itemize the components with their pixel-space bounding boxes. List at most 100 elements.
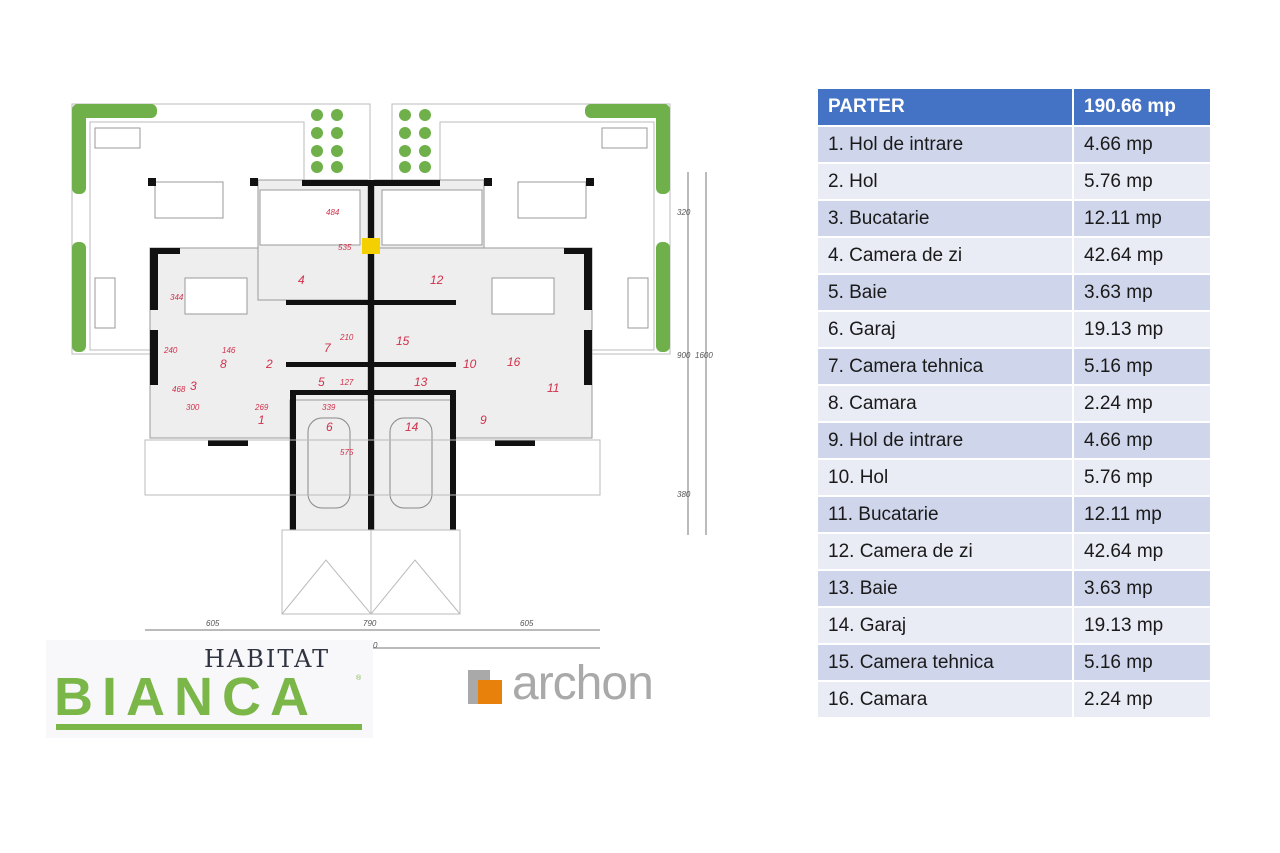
room-area: 42.64 mp — [1072, 236, 1212, 275]
room-area: 5.16 mp — [1072, 643, 1212, 682]
room-area: 5.76 mp — [1072, 458, 1212, 497]
bianca-logo-underline: ® — [56, 674, 362, 730]
room-10: 10 — [463, 357, 477, 371]
dim-label: 605 — [206, 619, 220, 628]
driveway — [144, 439, 601, 615]
archon-orange-square — [478, 680, 502, 704]
room-name: 6. Garaj — [816, 310, 1074, 349]
dim-label: 900 — [677, 351, 691, 360]
room-2: 2 — [265, 357, 273, 371]
archon-text: archon — [512, 657, 654, 710]
walls — [148, 178, 594, 530]
dim-label: 1600 — [695, 351, 713, 360]
room-area: 19.13 mp — [1072, 310, 1212, 349]
room-area: 3.63 mp — [1072, 273, 1212, 312]
dim-label: 0 — [373, 641, 378, 650]
dim-label: 790 — [363, 619, 377, 628]
car-icons — [307, 417, 433, 509]
room-area: 12.11 mp — [1072, 495, 1212, 534]
room-area: 19.13 mp — [1072, 606, 1212, 645]
room-4: 4 — [298, 273, 305, 287]
dim-label: 468 — [172, 385, 186, 394]
fire-marker — [362, 238, 380, 254]
room-11: 11 — [547, 381, 559, 395]
room-1: 1 — [258, 413, 265, 427]
room-area: 5.16 mp — [1072, 347, 1212, 386]
room-area: 4.66 mp — [1072, 125, 1212, 164]
dim-label: 605 — [520, 619, 534, 628]
room-name: 3. Bucatarie — [816, 199, 1074, 238]
habitat-bianca-logo: ® HABITAT BIANCA — [46, 640, 373, 738]
room-9: 9 — [480, 413, 487, 427]
dimension-lines — [145, 172, 707, 649]
dim-label: 484 — [326, 208, 340, 217]
room-area: 3.63 mp — [1072, 569, 1212, 608]
room-12: 12 — [430, 273, 444, 287]
room-6: 6 — [326, 420, 333, 434]
floor-plan: 1 2 3 4 5 6 7 8 9 10 11 12 13 14 15 16 4… — [71, 103, 713, 650]
dim-label: 344 — [170, 293, 184, 302]
room-16: 16 — [507, 355, 521, 369]
dim-label: 535 — [338, 243, 352, 252]
room-name: 1. Hol de intrare — [816, 125, 1074, 164]
header-total: 190.66 mp — [1072, 87, 1212, 127]
greenery — [72, 104, 670, 352]
room-7: 7 — [324, 341, 332, 355]
room-area: 5.76 mp — [1072, 162, 1212, 201]
header-label: PARTER — [816, 87, 1074, 127]
room-name: 10. Hol — [816, 458, 1074, 497]
table-header: PARTER 190.66 mp — [816, 87, 1212, 127]
dim-label: 575 — [340, 448, 354, 457]
habitat-text: HABITAT — [204, 645, 331, 673]
room-13: 13 — [414, 375, 428, 389]
dim-label: 339 — [322, 403, 336, 412]
room-name: 16. Camara — [816, 680, 1074, 719]
room-area: 12.11 mp — [1072, 199, 1212, 238]
room-name: 11. Bucatarie — [816, 495, 1074, 534]
dim-label: 240 — [163, 346, 178, 355]
dim-label: 127 — [340, 378, 354, 387]
dim-label: 300 — [186, 403, 200, 412]
room-name: 14. Garaj — [816, 606, 1074, 645]
room-14: 14 — [405, 420, 419, 434]
dim-label: 269 — [254, 403, 269, 412]
room-5: 5 — [318, 375, 325, 389]
room-area: 2.24 mp — [1072, 680, 1212, 719]
dim-label: 380 — [677, 490, 691, 499]
room-area: 2.24 mp — [1072, 384, 1212, 423]
room-name: 13. Baie — [816, 569, 1074, 608]
room-8: 8 — [220, 357, 227, 371]
room-name: 8. Camara — [816, 384, 1074, 423]
room-name: 15. Camera tehnica — [816, 643, 1074, 682]
room-name: 7. Camera tehnica — [816, 347, 1074, 386]
room-15: 15 — [396, 334, 410, 348]
dim-label: 320 — [677, 208, 691, 217]
room-name: 9. Hol de intrare — [816, 421, 1074, 460]
furniture — [94, 127, 649, 329]
room-name: 4. Camera de zi — [816, 236, 1074, 275]
room-3: 3 — [190, 379, 197, 393]
bianca-text: BIANCA — [54, 667, 318, 727]
room-name: 2. Hol — [816, 162, 1074, 201]
room-name: 5. Baie — [816, 273, 1074, 312]
dim-label: 146 — [222, 346, 236, 355]
room-name: 12. Camera de zi — [816, 532, 1074, 571]
room-area: 42.64 mp — [1072, 532, 1212, 571]
